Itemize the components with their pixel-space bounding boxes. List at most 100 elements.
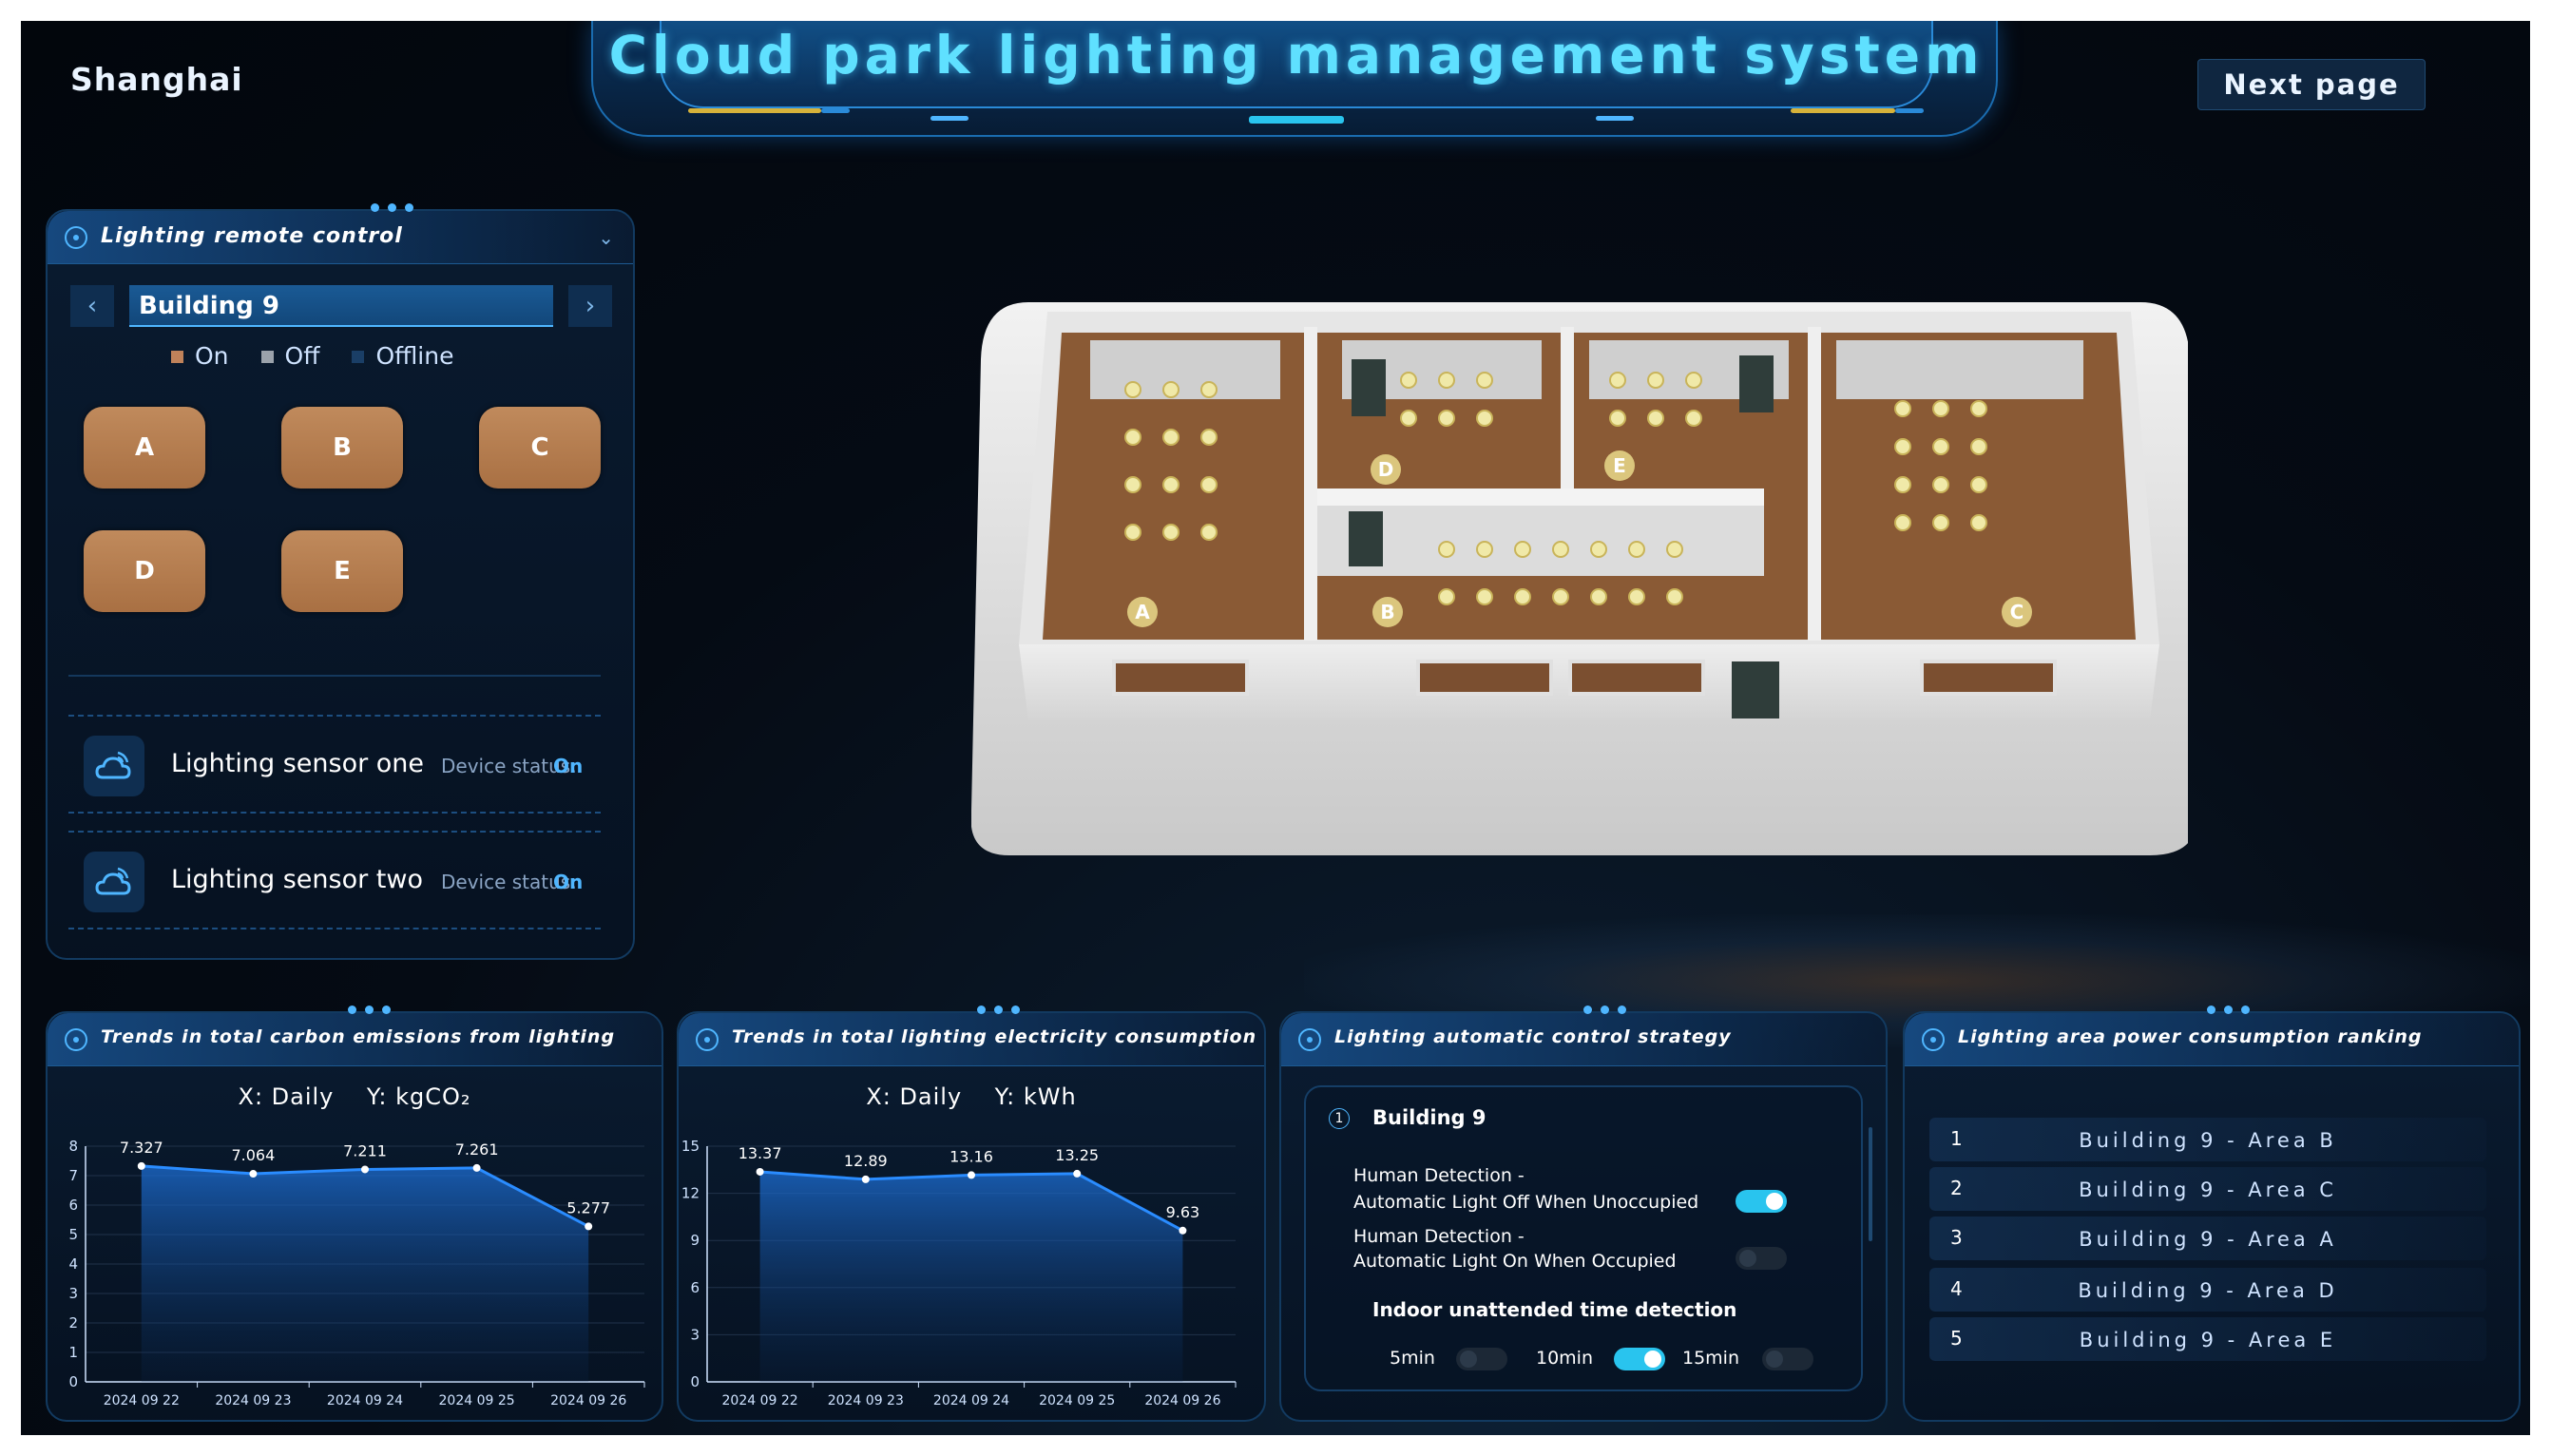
data-label: 7.064 bbox=[231, 1146, 275, 1164]
panel-header: Trends in total carbon emissions from li… bbox=[48, 1006, 662, 1066]
crosshair-icon bbox=[1922, 1028, 1945, 1051]
building-3d-model[interactable]: A B C D E bbox=[970, 302, 2197, 891]
data-label: 5.277 bbox=[566, 1198, 610, 1217]
time-5min-label: 5min bbox=[1390, 1348, 1435, 1369]
series-area bbox=[141, 1165, 589, 1382]
time-10min-toggle[interactable] bbox=[1614, 1348, 1665, 1370]
time-detection-title: Indoor unattended time detection bbox=[1372, 1298, 1737, 1321]
rule2-line1: Human Detection - bbox=[1353, 1226, 1525, 1247]
title-deco-right bbox=[1791, 108, 1895, 113]
panel-title: Lighting area power consumption ranking bbox=[1958, 1026, 2423, 1047]
x-tick-label: 2024 09 24 bbox=[327, 1393, 403, 1408]
ranking-panel: Lighting area power consumption ranking … bbox=[1903, 1006, 2521, 1422]
rank-area-name: Building 9 - Area C bbox=[2079, 1178, 2337, 1201]
series-area bbox=[759, 1171, 1183, 1382]
city-label: Shanghai bbox=[70, 61, 243, 98]
svg-text:A: A bbox=[1135, 601, 1150, 623]
y-tick-label: 1 bbox=[68, 1344, 78, 1361]
rank-area-name: Building 9 - Area E bbox=[2079, 1329, 2337, 1351]
header-dots bbox=[2207, 1006, 2250, 1014]
divider bbox=[68, 675, 601, 677]
header-dots bbox=[371, 203, 413, 212]
data-point bbox=[249, 1170, 258, 1178]
area-button-b[interactable]: B bbox=[281, 407, 403, 489]
building-select[interactable]: Building 9 bbox=[129, 285, 553, 327]
data-label: 7.211 bbox=[343, 1141, 387, 1159]
time-10min-label: 10min bbox=[1536, 1348, 1594, 1369]
strategy-building: Building 9 bbox=[1372, 1106, 1486, 1129]
scrollbar[interactable] bbox=[1869, 1127, 1872, 1241]
time-15min-toggle[interactable] bbox=[1762, 1348, 1813, 1370]
area-button-a[interactable]: A bbox=[84, 407, 205, 489]
data-label: 9.63 bbox=[1166, 1203, 1200, 1221]
y-tick-label: 6 bbox=[690, 1279, 700, 1296]
legend-on: On bbox=[171, 342, 229, 370]
rank-number: 2 bbox=[1950, 1177, 1963, 1199]
y-tick-label: 9 bbox=[690, 1232, 700, 1249]
rank-number: 4 bbox=[1950, 1277, 1963, 1300]
x-tick-label: 2024 09 25 bbox=[1039, 1393, 1115, 1408]
ranking-row-1[interactable]: 1 Building 9 - Area B bbox=[1929, 1118, 2486, 1161]
legend-off: Off bbox=[260, 342, 319, 370]
chevron-down-icon[interactable]: ⌄ bbox=[598, 226, 614, 249]
area-button-c[interactable]: C bbox=[479, 407, 601, 489]
data-label: 13.25 bbox=[1055, 1146, 1099, 1164]
crosshair-icon bbox=[65, 226, 87, 249]
sensor-row-1[interactable]: Lighting sensor one Device status: On bbox=[68, 715, 601, 814]
panel-title: Lighting remote control bbox=[101, 224, 403, 248]
y-tick-label: 0 bbox=[68, 1373, 78, 1390]
data-label: 12.89 bbox=[844, 1152, 888, 1170]
sensor-row-2[interactable]: Lighting sensor two Device status: On bbox=[68, 831, 601, 929]
next-page-button[interactable]: Next page bbox=[2197, 59, 2426, 110]
ranking-row-3[interactable]: 3 Building 9 - Area A bbox=[1929, 1217, 2486, 1260]
data-point bbox=[1179, 1226, 1187, 1235]
rule1-toggle[interactable] bbox=[1736, 1190, 1787, 1213]
y-tick-label: 0 bbox=[690, 1373, 700, 1390]
x-tick-label: 2024 09 26 bbox=[550, 1393, 626, 1408]
panel-title: Trends in total lighting electricity con… bbox=[732, 1026, 1257, 1047]
y-tick-label: 4 bbox=[68, 1255, 78, 1273]
y-tick-label: 8 bbox=[68, 1138, 78, 1155]
ranking-row-4[interactable]: 4 Building 9 - Area D bbox=[1929, 1268, 2486, 1312]
title-deco-tick-1 bbox=[930, 116, 969, 121]
title-bar: Cloud park lighting management system bbox=[591, 21, 1998, 137]
prev-building-button[interactable]: ‹ bbox=[70, 285, 114, 327]
ranking-row-5[interactable]: 5 Building 9 - Area E bbox=[1929, 1317, 2486, 1361]
rank-number: 1 bbox=[1950, 1127, 1963, 1150]
strategy-box: 1 Building 9 Human Detection - Automatic… bbox=[1304, 1085, 1863, 1391]
data-point bbox=[585, 1222, 593, 1231]
x-tick-label: 2024 09 23 bbox=[828, 1393, 904, 1408]
page-title: Cloud park lighting management system bbox=[608, 25, 1985, 86]
svg-text:B: B bbox=[1380, 601, 1394, 623]
time-5min-toggle[interactable] bbox=[1456, 1348, 1507, 1370]
header-dots bbox=[1583, 1006, 1626, 1014]
title-inner-frame bbox=[660, 21, 1933, 108]
area-button-d[interactable]: D bbox=[84, 530, 205, 612]
rank-area-name: Building 9 - Area A bbox=[2079, 1228, 2337, 1251]
time-15min-label: 15min bbox=[1682, 1348, 1740, 1369]
next-building-button[interactable]: › bbox=[568, 285, 612, 327]
crosshair-icon bbox=[1298, 1028, 1321, 1051]
rule2-toggle[interactable] bbox=[1736, 1247, 1787, 1270]
electricity-chart-panel: Trends in total lighting electricity con… bbox=[677, 1006, 1266, 1422]
svg-text:D: D bbox=[1378, 458, 1394, 481]
y-tick-label: 6 bbox=[68, 1197, 78, 1214]
crosshair-icon bbox=[65, 1028, 87, 1051]
header-dots bbox=[348, 1006, 391, 1014]
title-deco-tick-2 bbox=[1596, 116, 1634, 121]
rule1-line1: Human Detection - bbox=[1353, 1165, 1525, 1186]
strategy-panel: Lighting automatic control strategy 1 Bu… bbox=[1279, 1006, 1888, 1422]
device-status-label: Device status: bbox=[441, 755, 577, 777]
area-button-e[interactable]: E bbox=[281, 530, 403, 612]
sensor-name: Lighting sensor two bbox=[171, 865, 423, 894]
y-tick-label: 3 bbox=[690, 1326, 700, 1343]
ranking-row-2[interactable]: 2 Building 9 - Area C bbox=[1929, 1167, 2486, 1211]
wifi-cloud-icon bbox=[84, 852, 144, 912]
rank-area-name: Building 9 - Area B bbox=[2079, 1129, 2337, 1152]
svg-text:C: C bbox=[2010, 601, 2024, 623]
x-tick-label: 2024 09 24 bbox=[933, 1393, 1009, 1408]
y-tick-label: 12 bbox=[681, 1185, 700, 1202]
rank-number: 5 bbox=[1950, 1327, 1963, 1350]
